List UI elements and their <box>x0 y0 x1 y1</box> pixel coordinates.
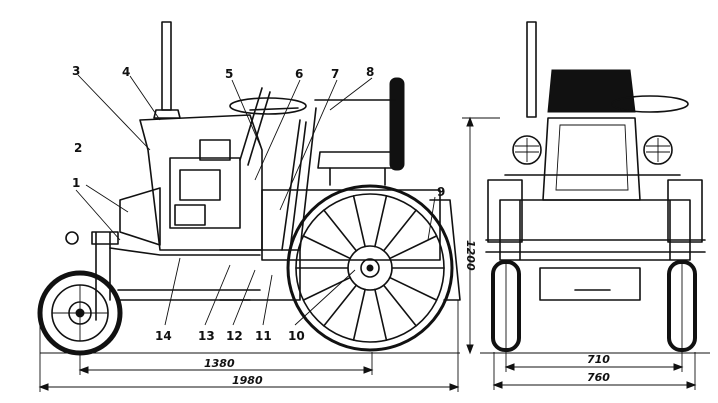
dimension-wheelbase: 1380 <box>204 357 235 370</box>
front-frame-front <box>499 174 691 261</box>
callout-leaders-top <box>75 74 373 241</box>
callout-8: 8 <box>366 65 374 79</box>
front-fork <box>91 231 119 321</box>
callout-2: 2 <box>74 141 82 155</box>
front-wheel-left <box>491 260 521 352</box>
callout-13: 13 <box>198 329 215 343</box>
exhaust-pipe-front <box>526 21 537 118</box>
wheel-spoke <box>374 288 388 341</box>
dimension-overall-width: 760 <box>587 371 610 384</box>
wheel-spoke <box>374 195 388 248</box>
callout-12: 12 <box>226 329 243 343</box>
callout-11: 11 <box>255 329 272 343</box>
hitch <box>429 199 461 301</box>
callout-leader-9 <box>427 196 436 241</box>
wheel-spoke <box>352 288 366 341</box>
front-wheel <box>37 270 123 356</box>
front-wheel-right <box>667 260 697 352</box>
wheel-spoke <box>352 195 366 248</box>
front-view: 1200 710 760 <box>462 21 710 390</box>
seat-cushion <box>317 151 401 169</box>
callout-7: 7 <box>331 67 339 81</box>
dimension-track-width: 710 <box>587 353 610 366</box>
wheel-spoke <box>323 284 358 327</box>
dim-line-width <box>493 352 696 390</box>
dimension-height: 1200 <box>464 240 477 271</box>
callout-9: 9 <box>437 185 445 199</box>
callout-14: 14 <box>155 329 172 343</box>
callout-10: 10 <box>288 329 305 343</box>
callout-leaders-bottom <box>164 257 356 326</box>
wheel-spoke <box>389 276 438 301</box>
steering-wheel <box>229 97 307 115</box>
exhaust-pipe <box>161 21 172 111</box>
seat-back-front <box>547 69 636 113</box>
wheel-spoke <box>323 209 358 252</box>
dim-line-length <box>39 300 459 392</box>
front-frame <box>109 247 261 301</box>
side-view: 3 4 5 6 7 8 2 1 9 14 13 12 11 10 1380 19… <box>37 21 461 392</box>
engine <box>169 157 241 229</box>
wheel-spoke <box>389 235 438 260</box>
rear-frame <box>261 189 441 261</box>
seat-back <box>389 77 405 171</box>
wheel-spoke <box>382 209 417 252</box>
wheel-spoke <box>382 284 417 327</box>
dimension-overall-length: 1980 <box>232 374 263 387</box>
steering-wheel-front <box>611 95 689 113</box>
callout-5: 5 <box>225 67 233 81</box>
headlight-left <box>512 135 542 165</box>
engine-hood <box>139 114 263 251</box>
dim-line-wheelbase <box>79 352 373 375</box>
headlight-right <box>643 135 673 165</box>
dim-line-track <box>505 352 683 372</box>
wheel-spoke <box>302 235 351 260</box>
dim-line-height <box>462 117 500 353</box>
front-light <box>65 231 79 245</box>
callout-3: 3 <box>72 64 80 78</box>
callout-1: 1 <box>72 176 80 190</box>
callout-4: 4 <box>122 65 130 79</box>
callout-6: 6 <box>295 67 303 81</box>
rear-wheel <box>286 184 454 352</box>
